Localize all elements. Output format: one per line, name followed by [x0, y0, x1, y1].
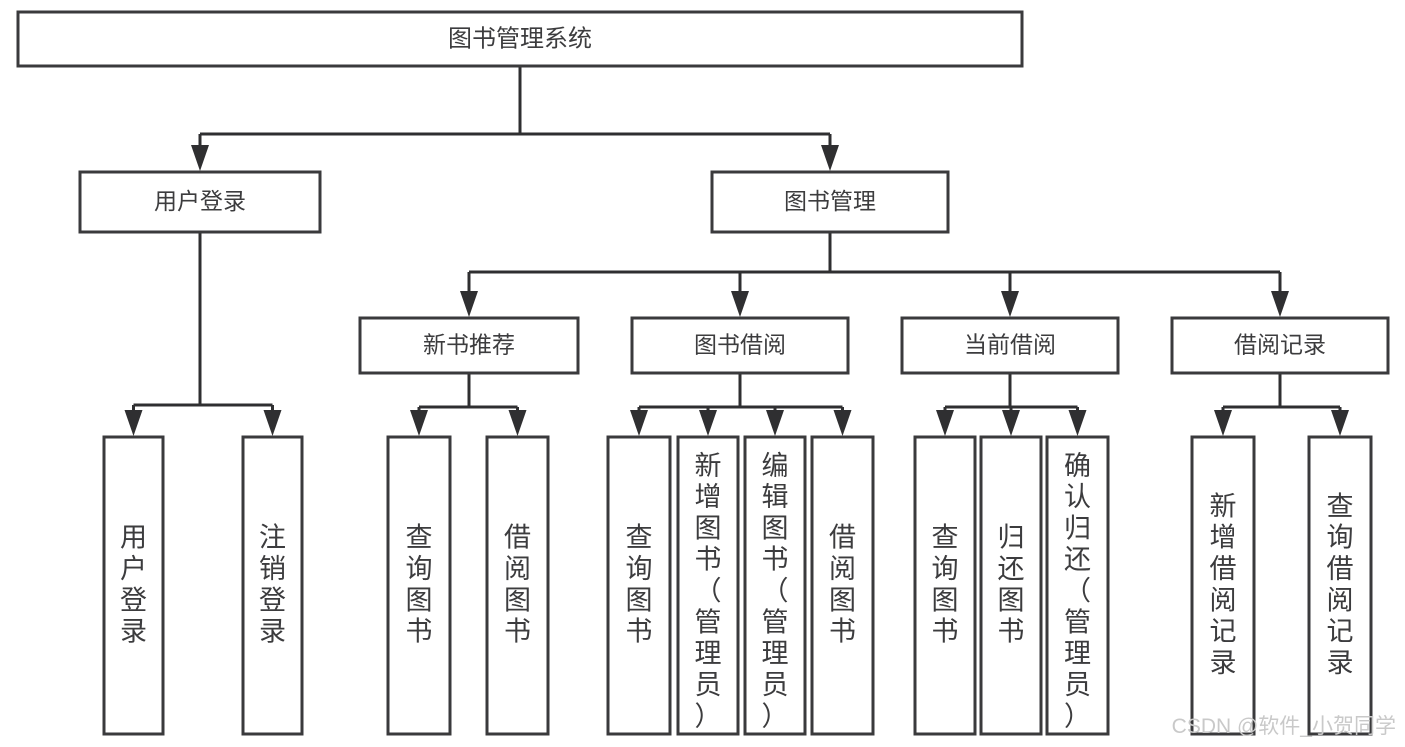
node-label-leaf-borrow-book-1: 借阅图书: [504, 523, 531, 647]
node-label-book-borrow: 图书借阅: [694, 332, 786, 358]
node-label-leaf-user-login: 用户登录: [120, 523, 147, 647]
node-box-user-login: [78, 170, 322, 234]
csdn-watermark: CSDN @软件_小贺同学: [1172, 715, 1396, 738]
node-borrow-records[interactable]: 借阅记录: [1170, 316, 1390, 375]
node-box-leaf-query-book-2: [606, 435, 672, 736]
node-box-leaf-user-login: [102, 435, 165, 736]
node-box-leaf-return-book: [979, 435, 1043, 736]
node-label-leaf-borrow-book-2: 借阅图书: [829, 523, 856, 647]
node-leaf-return-book[interactable]: 归还图书: [979, 435, 1043, 736]
arrow-head-user-login: [191, 145, 209, 171]
node-box-current-borrow: [900, 316, 1120, 375]
node-new-book-recommend[interactable]: 新书推荐: [358, 316, 580, 375]
node-leaf-borrow-book-2[interactable]: 借阅图书: [810, 435, 875, 736]
arrow-head-leaf-borrow-book-2: [833, 410, 852, 436]
node-box-leaf-query-book-3: [913, 435, 977, 736]
node-leaf-edit-book[interactable]: 编辑图书（管理员）: [743, 435, 807, 736]
node-box-leaf-borrow-book-2: [810, 435, 875, 736]
arrow-head-book-borrow: [731, 291, 749, 317]
node-label-leaf-add-book: 新增图书（管理员）: [695, 451, 722, 732]
node-label-leaf-query-book-2: 查询图书: [626, 523, 653, 647]
node-label-leaf-add-record: 新增借阅记录: [1210, 491, 1237, 678]
node-box-leaf-edit-book: [743, 435, 807, 736]
node-user-login[interactable]: 用户登录: [78, 170, 322, 234]
arrow-head-leaf-user-logout: [263, 410, 282, 436]
node-label-root: 图书管理系统: [448, 25, 592, 52]
node-label-leaf-query-book-1: 查询图书: [406, 523, 433, 647]
node-box-leaf-borrow-book-1: [485, 435, 550, 736]
node-leaf-query-book-1[interactable]: 查询图书: [386, 435, 452, 736]
node-box-root: [16, 10, 1024, 68]
arrow-head-leaf-borrow-book-1: [508, 410, 527, 436]
arrow-head-leaf-query-record: [1331, 410, 1349, 436]
node-leaf-add-record[interactable]: 新增借阅记录: [1190, 435, 1256, 736]
arrow-head-leaf-confirm-return: [1068, 410, 1087, 436]
node-box-leaf-add-record: [1190, 435, 1256, 736]
arrow-head-borrow-records: [1271, 291, 1289, 317]
arrow-head-new-book-recommend: [460, 291, 478, 317]
connector-layer: [124, 66, 1349, 436]
arrow-head-book-management: [821, 145, 839, 171]
arrow-head-leaf-query-book-1: [410, 410, 428, 436]
node-label-new-book-recommend: 新书推荐: [423, 332, 515, 358]
node-leaf-confirm-return[interactable]: 确认归还（管理员）: [1045, 435, 1110, 736]
node-box-book-management: [710, 170, 950, 234]
node-leaf-query-book-2[interactable]: 查询图书: [606, 435, 672, 736]
node-root[interactable]: 图书管理系统: [16, 10, 1024, 68]
arrow-head-leaf-add-book: [699, 410, 717, 436]
node-label-book-management: 图书管理: [784, 188, 876, 214]
arrow-head-leaf-user-login: [124, 410, 143, 436]
node-label-leaf-return-book: 归还图书: [998, 523, 1025, 647]
node-label-leaf-edit-book: 编辑图书（管理员）: [762, 451, 789, 732]
node-box-borrow-records: [1170, 316, 1390, 375]
arrow-head-leaf-add-record: [1214, 410, 1232, 436]
node-label-leaf-query-record: 查询借阅记录: [1327, 491, 1354, 678]
node-box-leaf-add-book: [676, 435, 740, 736]
node-layer: 图书管理系统用户登录图书管理用户登录注销登录新书推荐查询图书借阅图书图书借阅查询…: [16, 10, 1390, 736]
node-box-leaf-query-record: [1307, 435, 1373, 736]
node-box-leaf-confirm-return: [1045, 435, 1110, 736]
arrow-head-leaf-return-book: [1002, 410, 1020, 436]
node-label-borrow-records: 借阅记录: [1234, 332, 1326, 358]
node-current-borrow[interactable]: 当前借阅: [900, 316, 1120, 375]
arrow-head-current-borrow: [1001, 291, 1019, 317]
node-leaf-query-record[interactable]: 查询借阅记录: [1307, 435, 1373, 736]
arrow-head-leaf-query-book-3: [936, 410, 954, 436]
node-box-leaf-user-logout: [241, 435, 304, 736]
node-label-user-login: 用户登录: [154, 188, 246, 214]
node-leaf-borrow-book-1[interactable]: 借阅图书: [485, 435, 550, 736]
arrow-head-leaf-query-book-2: [630, 410, 648, 436]
node-label-leaf-confirm-return: 确认归还（管理员）: [1064, 451, 1091, 732]
node-leaf-add-book[interactable]: 新增图书（管理员）: [676, 435, 740, 736]
node-leaf-user-login[interactable]: 用户登录: [102, 435, 165, 736]
node-box-leaf-query-book-1: [386, 435, 452, 736]
node-leaf-query-book-3[interactable]: 查询图书: [913, 435, 977, 736]
arrow-head-leaf-edit-book: [766, 410, 784, 436]
node-label-leaf-query-book-3: 查询图书: [932, 523, 959, 647]
node-box-new-book-recommend: [358, 316, 580, 375]
node-book-management[interactable]: 图书管理: [710, 170, 950, 234]
node-leaf-user-logout[interactable]: 注销登录: [241, 435, 304, 736]
node-book-borrow[interactable]: 图书借阅: [630, 316, 850, 375]
node-box-book-borrow: [630, 316, 850, 375]
node-label-current-borrow: 当前借阅: [964, 332, 1056, 358]
node-label-leaf-user-logout: 注销登录: [259, 523, 286, 647]
